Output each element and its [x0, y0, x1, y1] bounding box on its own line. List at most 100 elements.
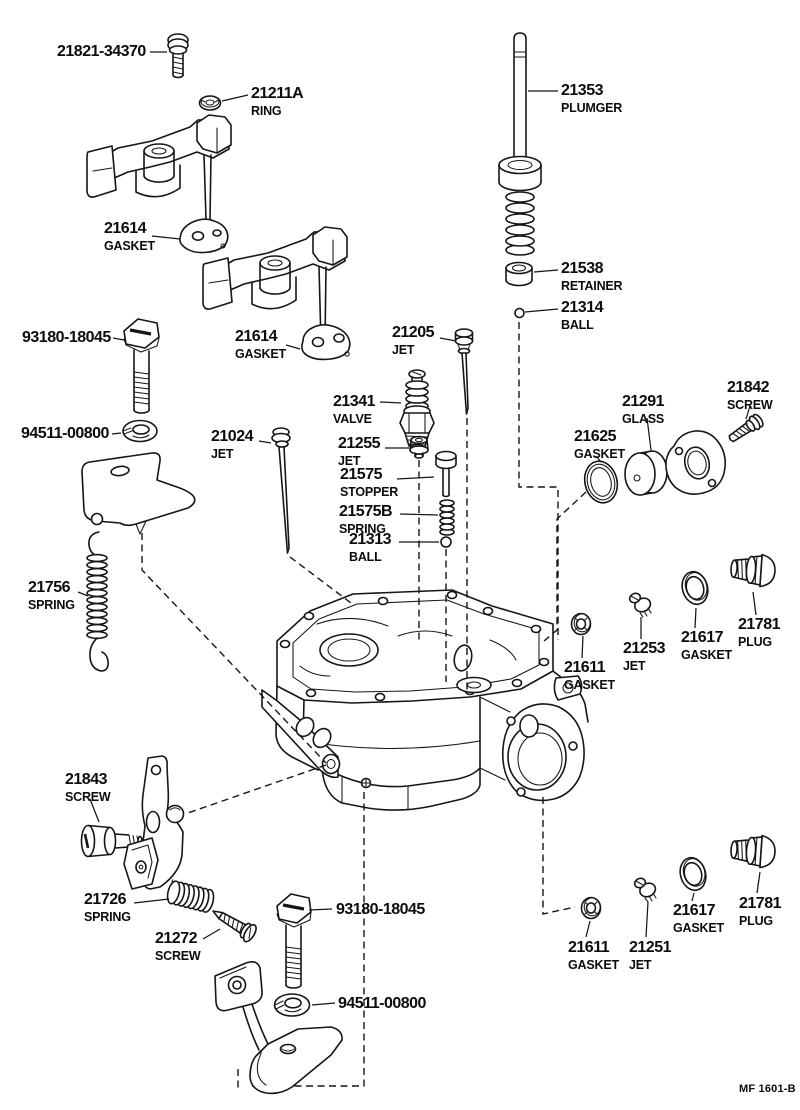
part-label-21575b: 21575B SPRING	[339, 504, 393, 536]
part-label-21353: 21353 PLUMGER	[561, 83, 622, 115]
spring-21575b-drawing	[439, 499, 455, 536]
part-number: 94511-00800	[21, 425, 109, 442]
part-desc: GASKET	[681, 648, 732, 662]
gasket-21617-bottom-drawing	[679, 856, 707, 892]
part-number: 21575	[340, 466, 383, 483]
part-label-21617-bottom: 21617 GASKET	[673, 903, 724, 935]
valve-21341-drawing	[399, 369, 435, 451]
part-number: 21617	[681, 629, 723, 646]
part-label-21617-mid: 21617 GASKET	[681, 630, 732, 662]
washer-94511-bottom-drawing	[273, 993, 311, 1017]
part-label-21781-mid: 21781 PLUG	[738, 616, 781, 649]
part-desc: PLUG	[738, 635, 772, 649]
part-desc: SPRING	[84, 910, 131, 924]
part-number: 21611	[564, 659, 606, 676]
glass-21291-drawing	[624, 450, 668, 496]
part-number: 21314	[561, 299, 604, 316]
part-desc: JET	[392, 343, 415, 357]
part-desc: SPRING	[339, 522, 386, 536]
part-desc: PLUMGER	[561, 101, 623, 115]
part-desc: STOPPER	[340, 485, 399, 499]
bolt-21821-drawing	[167, 33, 189, 79]
part-label-21538: 21538 RETAINER	[561, 260, 623, 293]
part-label-94511-00800-upper: 94511-00800	[21, 426, 109, 442]
part-label-21614-upper: 21614 GASKET	[104, 221, 155, 253]
gasket-21611-mid-drawing	[570, 612, 592, 636]
jet-21253-drawing	[628, 592, 652, 618]
part-desc: RING	[251, 104, 282, 118]
part-number: 21205	[392, 324, 435, 341]
part-label-21611-bottom: 21611 GASKET	[568, 940, 619, 972]
part-desc: GASKET	[235, 347, 286, 361]
part-label-21341: 21341 VALVE	[333, 394, 376, 426]
part-label-21614-lower: 21614 GASKET	[235, 329, 286, 361]
rocker-arm-lower-drawing	[202, 226, 348, 345]
part-label-21313: 21313 BALL	[349, 531, 392, 564]
part-label-21756: 21756 SPRING	[28, 580, 75, 612]
screw-21842-drawing	[728, 413, 764, 443]
part-desc: PLUG	[739, 914, 773, 928]
part-label-21781-bottom: 21781 PLUG	[739, 895, 782, 928]
part-number: 21291	[622, 393, 665, 410]
part-label-21211a: 21211A RING	[251, 85, 304, 118]
part-label-21314: 21314 BALL	[561, 299, 604, 332]
part-number: 21272	[155, 930, 197, 947]
part-label-21253: 21253 JET	[623, 641, 666, 673]
part-desc: GASKET	[574, 447, 625, 461]
part-number: 21726	[84, 891, 126, 908]
part-desc: VALVE	[333, 412, 372, 426]
figure-code: MF 1601-B	[739, 1083, 796, 1095]
gasket-21614-upper-drawing	[179, 218, 229, 254]
part-number: 21625	[574, 428, 616, 445]
part-desc: JET	[211, 447, 234, 461]
part-number: 21842	[727, 379, 769, 396]
bolt-93180-top-drawing	[123, 318, 160, 414]
gasket-21614-lower-drawing	[301, 324, 351, 361]
part-label-21625: 21625 GASKET	[574, 429, 625, 461]
part-desc: GASKET	[564, 678, 615, 692]
spring-21726-drawing	[166, 879, 215, 913]
jet-21251-drawing	[633, 877, 657, 903]
gasket-21611-bottom-drawing	[580, 896, 602, 920]
plunger-21353-drawing	[498, 32, 542, 256]
part-number: 21614	[235, 328, 277, 345]
plug-21781-mid-drawing	[730, 553, 776, 588]
part-number: 21538	[561, 260, 604, 277]
part-number: 94511-00800	[338, 995, 426, 1012]
part-number: 21611	[568, 939, 610, 956]
part-label-21024: 21024 JET	[211, 429, 254, 461]
part-desc: GASKET	[568, 958, 619, 972]
part-desc: RETAINER	[561, 279, 623, 293]
part-number: 21255	[338, 435, 381, 452]
part-desc: BALL	[561, 318, 594, 332]
lever-lower-drawing	[123, 755, 185, 890]
stopper-21575-drawing	[435, 450, 457, 498]
part-desc: SCREW	[727, 398, 773, 412]
part-desc: JET	[623, 659, 646, 673]
carburetor-body-drawing	[261, 589, 589, 811]
leader-lines	[77, 51, 761, 1006]
part-label-93180-18045-upper: 93180-18045	[22, 330, 111, 346]
part-number: 21211A	[251, 85, 304, 102]
ball-21313-drawing	[440, 536, 452, 548]
part-number: 21781	[738, 616, 781, 633]
rocker-arm-upper-drawing	[86, 114, 232, 221]
part-number: 21313	[349, 531, 392, 548]
part-number: 21353	[561, 82, 604, 99]
part-number: 21614	[104, 220, 146, 237]
screw-21272-drawing	[212, 910, 257, 943]
part-desc: JET	[629, 958, 652, 972]
jet-21255-drawing	[409, 435, 429, 459]
gasket-21617-mid-drawing	[681, 570, 709, 606]
part-desc: GLASS	[622, 412, 665, 426]
washer-94511-top-drawing	[122, 419, 158, 443]
part-label-21842: 21842 SCREW	[727, 380, 773, 412]
part-number: 21781	[739, 895, 782, 912]
part-label-21726: 21726 SPRING	[84, 892, 131, 924]
ring-21211a-drawing	[198, 95, 222, 111]
part-label-93180-18045-lower: 93180-18045	[336, 902, 425, 918]
retainer-21538-drawing	[505, 261, 533, 287]
part-label-21251: 21251 JET	[629, 940, 672, 972]
